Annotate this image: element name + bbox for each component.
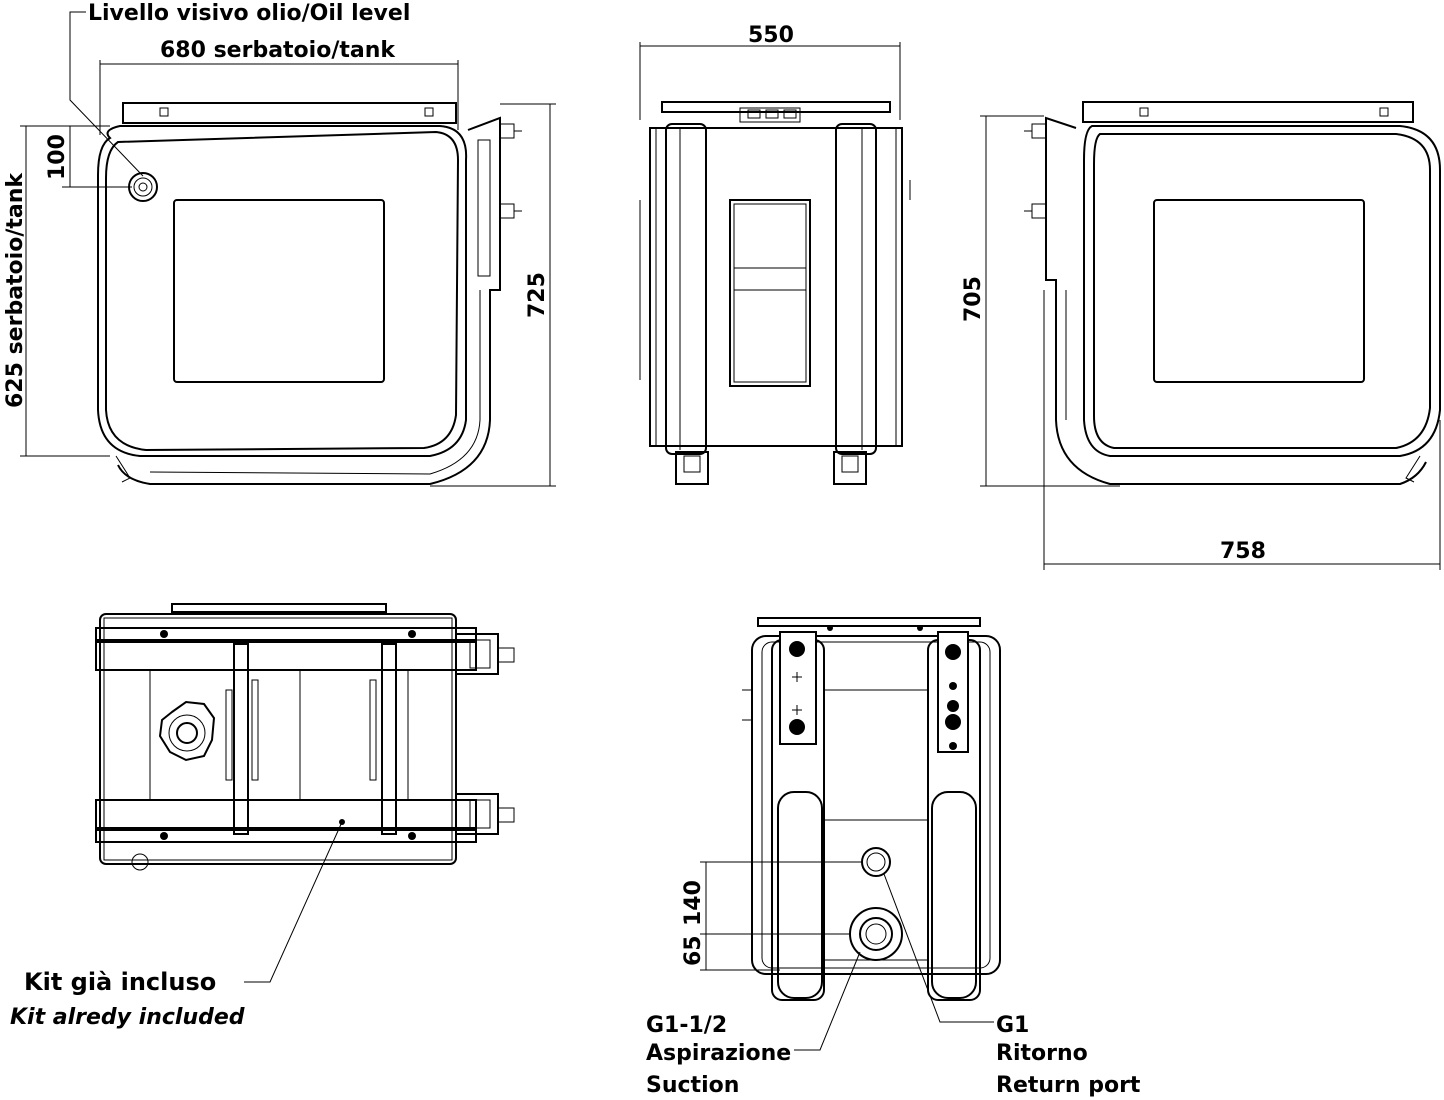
dim-140: 140	[681, 880, 706, 926]
suction-label-en: Suction	[646, 1073, 739, 1098]
suction-size: G1-1/2	[646, 1013, 727, 1038]
rear-view	[742, 617, 1001, 1001]
return-label-it: Ritorno	[996, 1041, 1088, 1066]
oil-level-label: Livello visivo olio/Oil level	[88, 1, 410, 26]
front-view-right	[1024, 101, 1441, 485]
kit-label-en: Kit alredy included	[10, 1005, 245, 1030]
return-leader	[883, 873, 994, 1023]
return-label-en: Return port	[996, 1073, 1141, 1098]
dim-758: 758	[1220, 539, 1266, 564]
suction-leader	[794, 951, 861, 1051]
tank-width-label: 680 serbatoio/tank	[160, 38, 396, 63]
dim-705: 705	[961, 276, 986, 322]
suction-label-it: Aspirazione	[646, 1041, 791, 1066]
dim-65: 65	[681, 935, 706, 966]
dim-550: 550	[748, 23, 794, 48]
front-view-left	[97, 102, 522, 485]
dim-725: 725	[525, 272, 550, 318]
side-view	[639, 101, 911, 485]
tank-height-label: 625 serbatoio/tank	[3, 172, 28, 408]
top-view	[95, 603, 515, 871]
kit-leader	[244, 821, 343, 983]
kit-label-it: Kit già incluso	[24, 968, 216, 996]
oil-level-leader	[69, 11, 144, 177]
dim-100: 100	[45, 134, 70, 180]
return-size: G1	[996, 1013, 1029, 1038]
